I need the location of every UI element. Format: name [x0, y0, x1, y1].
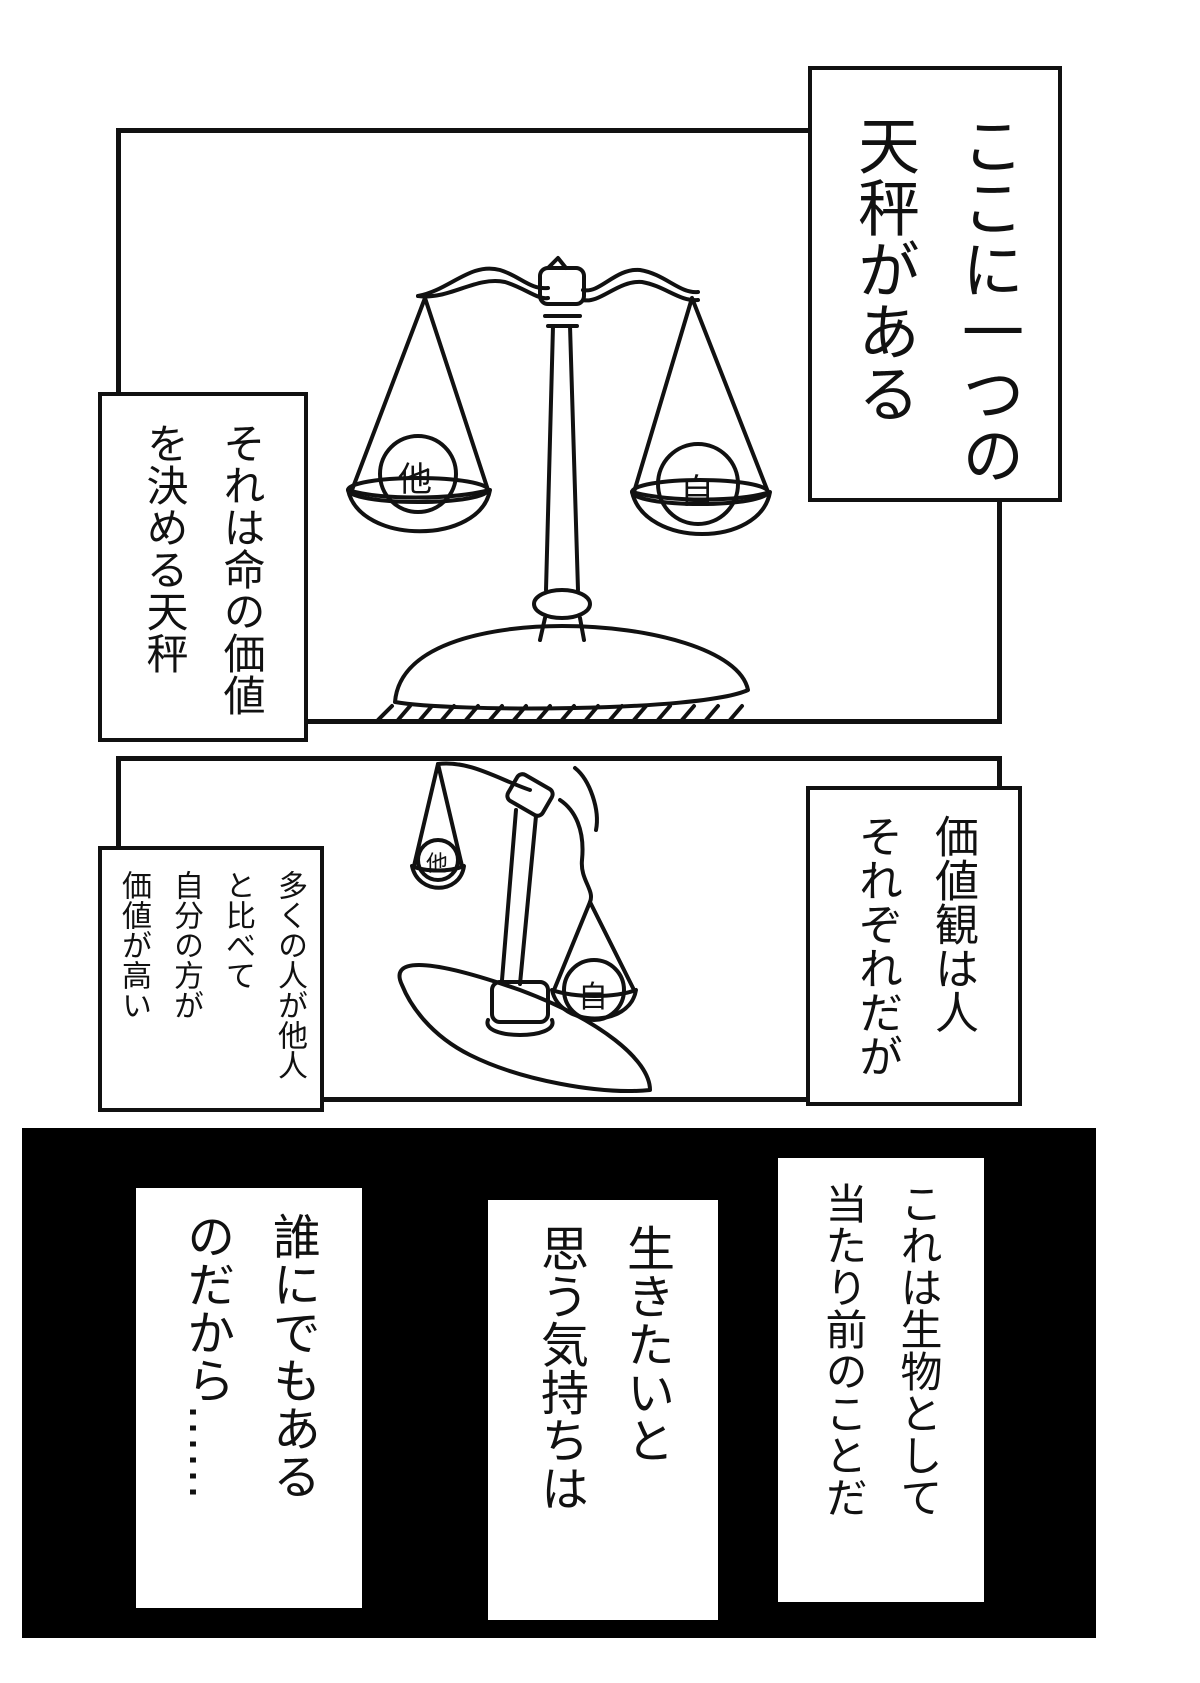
- caption-natural-line-1: これは生物として: [894, 1182, 943, 1518]
- caption-comparison: 多くの人が他人 と比べて 自分の方が 価値が高い: [98, 846, 324, 1112]
- caption-comparison-line-3: 自分の方が: [168, 870, 203, 1020]
- caption-comparison-line-1: 多くの人が他人: [272, 870, 307, 1080]
- caption-side-line-2: を決める天秤: [140, 422, 189, 674]
- caption-natural-line-2: 当たり前のことだ: [819, 1182, 868, 1518]
- left-pan-weight-label: 他: [398, 460, 432, 500]
- caption-values: 価値観は人 それぞれだが: [806, 786, 1022, 1106]
- high-pan-weight-label: 他: [426, 852, 449, 877]
- caption-side-line-1: それは命の価値: [217, 422, 266, 716]
- caption-values-line-1: 価値観は人: [927, 814, 978, 1034]
- caption-main-line-2: 天秤がある: [847, 114, 920, 424]
- low-pan-weight-label: 自: [578, 980, 608, 1015]
- caption-everyone: 誰にでもある のだから……: [136, 1188, 362, 1608]
- caption-wish-to-live: 生きたいと 思う気持ちは: [488, 1200, 718, 1620]
- caption-values-line-2: それぞれだが: [851, 814, 902, 1078]
- caption-main: ここに一つの 天秤がある: [808, 66, 1062, 502]
- caption-natural: これは生物として 当たり前のことだ: [778, 1158, 984, 1602]
- right-pan-weight-label: 自: [680, 472, 714, 512]
- caption-comparison-line-4: 価値が高い: [116, 870, 151, 1020]
- caption-main-line-1: ここに一つの: [951, 114, 1024, 486]
- caption-wish-to-live-line-2: 思う気持ちは: [532, 1224, 588, 1512]
- caption-side: それは命の価値 を決める天秤: [98, 392, 308, 742]
- caption-wish-to-live-line-1: 生きたいと: [618, 1224, 674, 1464]
- caption-everyone-line-2: のだから……: [178, 1212, 234, 1500]
- caption-everyone-line-1: 誰にでもある: [264, 1212, 320, 1500]
- caption-comparison-line-2: と比べて: [220, 870, 255, 990]
